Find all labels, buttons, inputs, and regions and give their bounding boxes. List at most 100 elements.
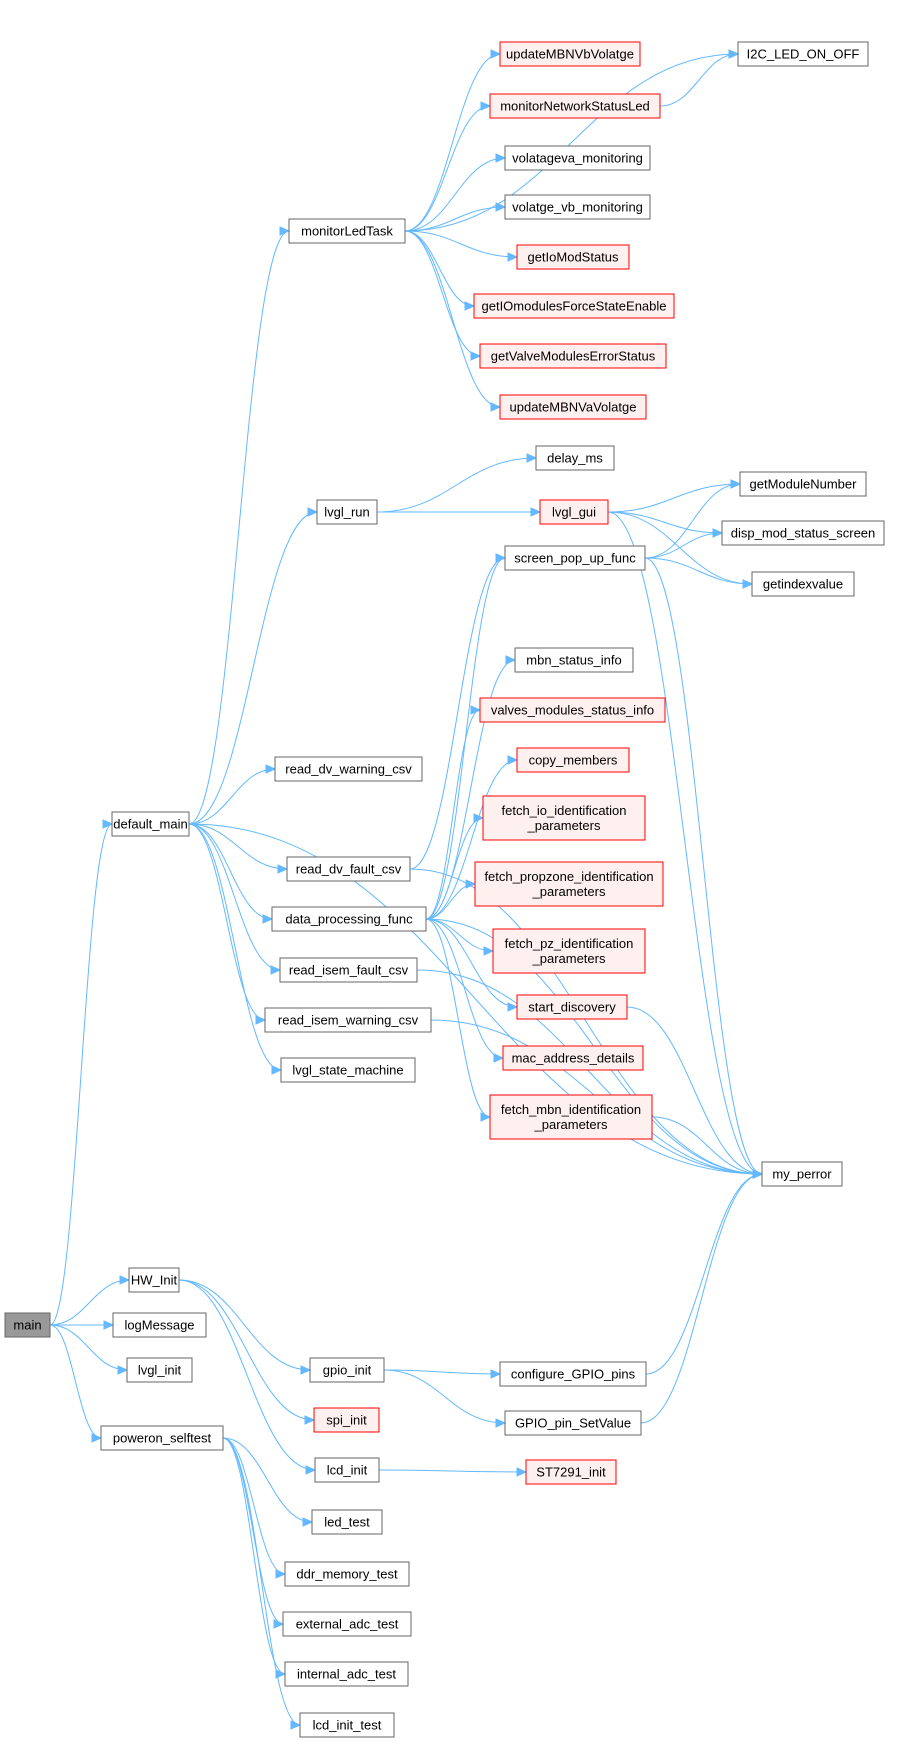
node-gpio-pin-setvalue[interactable]: GPIO_pin_SetValue	[504, 1410, 642, 1436]
edge-data-processing-func-to-fetch-pz	[425, 918, 495, 956]
node-lvgl-init[interactable]: lvgl_init	[126, 1357, 193, 1383]
node-screen-pop-up-func[interactable]: screen_pop_up_func	[504, 545, 646, 571]
arrowhead	[752, 1169, 764, 1179]
node-internal-adc-test[interactable]: internal_adc_test	[284, 1661, 409, 1687]
node-fetch-io[interactable]: fetch_io_identification_parameters	[482, 795, 646, 841]
node-updatembnvbvolatge[interactable]: updateMBNVbVolatge	[499, 41, 641, 67]
node-label: monitorLedTask	[301, 224, 393, 239]
node-label: my_perror	[772, 1167, 832, 1182]
arrowhead	[495, 1418, 507, 1428]
node-poweron-selftest[interactable]: poweron_selftest	[100, 1425, 224, 1451]
arrowhead	[490, 49, 502, 59]
node-getindexvalue[interactable]: getindexvalue	[751, 571, 855, 597]
node-lcd-init-test[interactable]: lcd_init_test	[299, 1712, 395, 1738]
node-label: main	[13, 1318, 41, 1333]
arrowhead	[526, 453, 538, 463]
node-getmodulenumber[interactable]: getModuleNumber	[739, 471, 867, 497]
node-fetch-propzone[interactable]: fetch_propzone_identification_parameters	[474, 861, 664, 907]
node-lvgl-run[interactable]: lvgl_run	[316, 499, 378, 525]
node-box	[504, 545, 646, 571]
edge-poweron-selftest-to-led-test	[222, 1437, 314, 1527]
edge-poweron-selftest-to-external-adc-test	[222, 1437, 285, 1629]
node-read-dv-warning-csv[interactable]: read_dv_warning_csv	[274, 756, 423, 782]
node-ddr-memory-test[interactable]: ddr_memory_test	[284, 1561, 410, 1587]
node-monitornetworkstatusled[interactable]: monitorNetworkStatusLed	[489, 93, 661, 119]
node-external-adc-test[interactable]: external_adc_test	[282, 1611, 412, 1637]
node-box	[535, 445, 615, 471]
node-box	[504, 145, 651, 171]
node-disp-mod-status-screen[interactable]: disp_mod_status_screen	[721, 520, 885, 546]
node-label: gpio_init	[323, 1363, 372, 1378]
arrowhead	[262, 914, 274, 924]
node-label: valves_modules_status_info	[491, 703, 654, 718]
node-label: read_isem_warning_csv	[278, 1013, 419, 1028]
node-volatge-vb-monitoring[interactable]: volatge_vb_monitoring	[504, 194, 651, 220]
node-st7291-init[interactable]: ST7291_init	[525, 1459, 617, 1485]
node-label: GPIO_pin_SetValue	[515, 1416, 631, 1431]
node-lvgl-gui[interactable]: lvgl_gui	[539, 499, 609, 525]
node-read-isem-fault-csv[interactable]: read_isem_fault_csv	[279, 957, 418, 983]
edge-data-processing-func-to-fetch-io	[425, 813, 485, 920]
node-box	[721, 520, 885, 546]
node-label: lvgl_gui	[552, 505, 596, 520]
node-configure-gpio-pins[interactable]: configure_GPIO_pins	[499, 1361, 647, 1387]
node-box	[280, 1057, 416, 1083]
node-logmessage[interactable]: logMessage	[112, 1312, 207, 1338]
node-start-discovery[interactable]: start_discovery	[516, 994, 628, 1020]
node-label: getValveModulesErrorStatus	[491, 349, 656, 364]
node-read-isem-warning-csv[interactable]: read_isem_warning_csv	[264, 1007, 432, 1033]
edge-data-processing-func-to-fetch-mbn	[425, 918, 492, 1122]
node-label: lvgl_init	[138, 1363, 182, 1378]
node-monitorledtask[interactable]: monitorLedTask	[288, 218, 406, 244]
edge-default-main-to-read-dv-warning-csv	[188, 764, 277, 825]
node-box	[314, 1457, 380, 1483]
node-getiomodstatus[interactable]: getIoModStatus	[516, 244, 630, 270]
node-box	[473, 293, 675, 319]
node-fetch-pz[interactable]: fetch_pz_identification_parameters	[492, 928, 646, 974]
node-lvgl-state-machine[interactable]: lvgl_state_machine	[280, 1057, 416, 1083]
node-box	[499, 41, 641, 67]
node-hw-init[interactable]: HW_Init	[128, 1267, 180, 1293]
node-fetch-mbn[interactable]: fetch_mbn_identification_parameters	[489, 1094, 653, 1140]
node-label: delay_ms	[547, 451, 603, 466]
arrowhead	[742, 579, 754, 589]
node-box	[751, 571, 855, 597]
node-mac-address-details[interactable]: mac_address_details	[502, 1045, 644, 1071]
arrowhead	[480, 1112, 492, 1122]
node-data-processing-func[interactable]: data_processing_func	[271, 906, 427, 932]
edge-lvgl-gui-to-disp-mod-status-screen	[607, 511, 724, 538]
node-label: getModuleNumber	[750, 477, 858, 492]
node-updatembnvavolatge[interactable]: updateMBNVaVolatge	[499, 394, 647, 420]
arrowhead	[265, 764, 277, 774]
node-led-test[interactable]: led_test	[311, 1509, 383, 1535]
node-default-main[interactable]: default_main	[111, 811, 190, 837]
node-delay-ms[interactable]: delay_ms	[535, 445, 615, 471]
node-read-dv-fault-csv[interactable]: read_dv_fault_csv	[286, 856, 411, 882]
node-box	[100, 1425, 224, 1451]
node-valves-modules-status-info[interactable]: valves_modules_status_info	[479, 697, 666, 723]
node-getiomodulesforcestateenable[interactable]: getIOmodulesForceStateEnable	[473, 293, 675, 319]
node-box	[474, 861, 664, 907]
node-box	[516, 994, 628, 1020]
node-box	[499, 1361, 647, 1387]
node-label: screen_pop_up_func	[514, 551, 636, 566]
node-label: getIoModStatus	[527, 250, 619, 265]
node-main[interactable]: main	[4, 1312, 51, 1338]
node-gpio-init[interactable]: gpio_init	[309, 1357, 385, 1383]
node-getvalvemoduleserrorstatus[interactable]: getValveModulesErrorStatus	[479, 343, 667, 369]
node-copy-members[interactable]: copy_members	[516, 747, 630, 773]
node-label: read_dv_warning_csv	[285, 762, 412, 777]
node-label: ST7291_init	[536, 1465, 606, 1480]
arrowhead	[480, 101, 492, 111]
arrowhead	[495, 153, 507, 163]
node-lcd-init[interactable]: lcd_init	[314, 1457, 380, 1483]
edge-default-main-to-lvgl-state-machine	[188, 823, 283, 1075]
node-i2c-led-on-off[interactable]: I2C_LED_ON_OFF	[737, 41, 869, 67]
arrowhead	[530, 507, 542, 517]
node-label: external_adc_test	[296, 1617, 399, 1632]
node-box	[128, 1267, 180, 1293]
node-volatageva-monitoring[interactable]: volatageva_monitoring	[504, 145, 651, 171]
node-spi-init[interactable]: spi_init	[313, 1407, 380, 1433]
node-my-perror[interactable]: my_perror	[761, 1161, 843, 1187]
node-mbn-status-info[interactable]: mbn_status_info	[514, 647, 634, 673]
